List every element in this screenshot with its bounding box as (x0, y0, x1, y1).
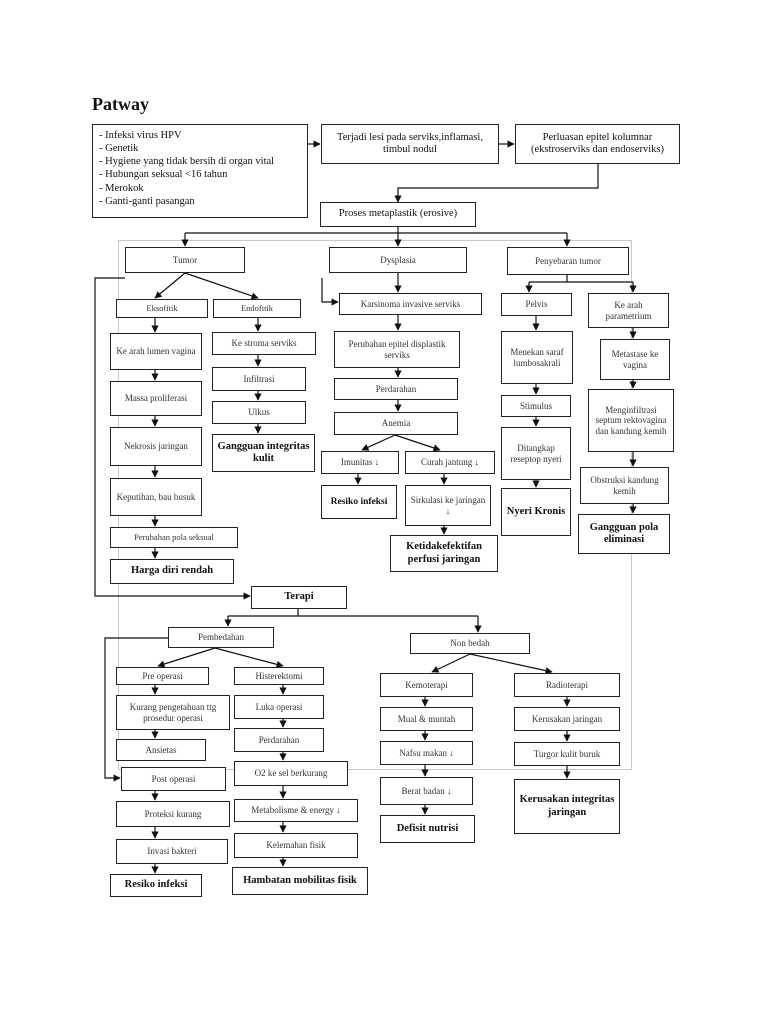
node-hambatan: Hambatan mobilitas fisik (232, 867, 368, 895)
node-nafsu: Nafsu makan ↓ (380, 741, 473, 765)
cause-item: Infeksi virus HPV (99, 129, 301, 142)
node-resiko-infeksi-2: Resiko infeksi (110, 874, 202, 897)
node-pelvis: Pelvis (501, 293, 572, 316)
node-invasi: Invasi bakteri (116, 839, 228, 864)
node-o2: O2 ke sel berkurang (234, 761, 348, 786)
node-pembedahan: Pembedahan (168, 627, 274, 648)
node-kurang-pengetahuan: Kurang pengetahuan ttg prosedur operasi (116, 695, 230, 730)
node-menginfiltrasi: Menginfiltrasi septum rektovagina dan ka… (588, 389, 674, 452)
node-histerektomi: Histerektomi (234, 667, 324, 685)
node-perubahan-pola: Perubahan pola seksual (110, 527, 238, 548)
causes-list: Infeksi virus HPV Genetik Hygiene yang t… (92, 124, 308, 218)
node-nekrosis: Nekrosis jaringan (110, 427, 202, 466)
node-kerusakan-integritas: Kerusakan integritas jaringan (514, 779, 620, 834)
node-perluasan: Perluasan epitel kolumnar (ekstroserviks… (515, 124, 680, 164)
node-ditangkap: Ditangkap reseptop nyeri (501, 427, 571, 480)
node-ansietas: Ansietas (116, 739, 206, 761)
node-mual: Mual & muntah (380, 707, 473, 731)
node-lesi: Terjadi lesi pada serviks,inflamasi, tim… (321, 124, 499, 164)
node-stimulus: Stimulus (501, 395, 571, 417)
node-perubahan-epitel: Perubahan epitel displastik serviks (334, 331, 460, 368)
node-endofitik: Endofitik (213, 299, 301, 318)
node-perdarahan-1: Perdarahan (334, 378, 458, 400)
node-turgor: Turgor kulit buruk (514, 742, 620, 766)
node-pre-operasi: Pre operasi (116, 667, 209, 685)
node-tumor: Tumor (125, 247, 245, 273)
node-menekan: Menekan saraf lumbosakrali (501, 331, 573, 384)
node-anemia: Anemia (334, 412, 458, 435)
cause-item: Hubungan seksual <16 tahun (99, 168, 301, 181)
node-terapi: Terapi (251, 586, 347, 609)
node-eksofitik: Eksofitik (116, 299, 208, 318)
node-keputihan: Keputihan, bau busuk (110, 478, 202, 516)
node-imunitas: Imunitas ↓ (321, 451, 399, 474)
node-resiko-infeksi-1: Resiko infeksi (321, 485, 397, 519)
node-post-operasi: Post operasi (121, 767, 226, 791)
node-kemoterapi: Kemoterapi (380, 673, 473, 697)
node-obstruksi: Obstruksi kandung kemih (580, 467, 669, 504)
node-perfusi: Ketidakefektifan perfusi jaringan (390, 535, 498, 572)
node-penyebaran: Penyebaran tumor (507, 247, 629, 275)
node-metastase: Metastase ke vagina (600, 339, 670, 380)
node-harga-diri: Harga diri rendah (110, 559, 234, 584)
node-kelemahan: Kelemahan fisik (234, 833, 358, 858)
node-perdarahan-2: Perdarahan (234, 728, 324, 752)
node-radioterapi: Radioterapi (514, 673, 620, 697)
node-metabolisme: Metabolisme & energy ↓ (234, 799, 358, 822)
page-title: Patway (92, 94, 149, 114)
node-infiltrasi: Infiltrasi (212, 367, 306, 391)
node-karsinoma: Karsinoma invasive serviks (339, 293, 482, 315)
node-curah: Curah jantung ↓ (405, 451, 495, 474)
node-sirkulasi: Sirkulasi ke jaringan ↓ (405, 485, 491, 526)
node-massa: Massa proliferasi (110, 381, 202, 416)
node-ulkus: Ulkus (212, 401, 306, 424)
node-integritas-kulit: Gangguan integritas kulit (212, 434, 315, 472)
node-non-bedah: Non bedah (410, 633, 530, 654)
node-proteksi: Proteksi kurang (116, 801, 230, 827)
node-defisit: Defisit nutrisi (380, 815, 475, 843)
node-proses: Proses metaplastik (erosive) (320, 202, 476, 227)
node-dysplasia: Dysplasia (329, 247, 467, 273)
node-berat: Berat badan ↓ (380, 777, 473, 805)
node-lumen: Ke arah lumen vagina (110, 333, 202, 370)
node-eliminasi: Gangguan pola eliminasi (578, 514, 670, 554)
cause-item: Merokok (99, 182, 301, 195)
cause-item: Ganti-ganti pasangan (99, 195, 301, 208)
node-stroma: Ke stroma serviks (212, 332, 316, 355)
cause-item: Genetik (99, 142, 301, 155)
node-kerusakan-jaringan: Kerusakan jaringan (514, 707, 620, 731)
node-nyeri: Nyeri Kronis (501, 488, 571, 536)
node-parametrium: Ke arah parametrium (588, 293, 669, 328)
cause-item: Hygiene yang tidak bersih di organ vital (99, 155, 301, 168)
node-luka-operasi: Luka operasi (234, 695, 324, 719)
